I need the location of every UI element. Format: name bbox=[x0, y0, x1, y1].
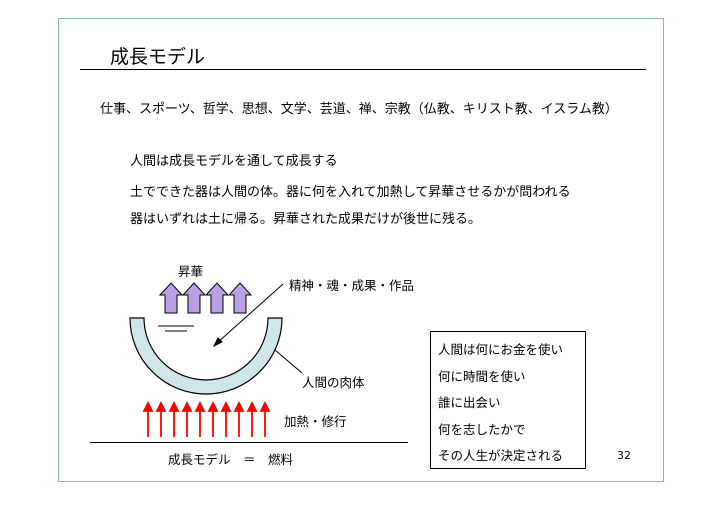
body-label: 人間の肉体 bbox=[302, 375, 365, 390]
body-line-3: 器はいずれは土に帰る。昇華された成果だけが後世に残る。 bbox=[130, 212, 482, 227]
sublimation-label: 昇華 bbox=[178, 264, 204, 279]
up-arrow-icon bbox=[227, 282, 253, 314]
page-number: 32 bbox=[617, 449, 631, 462]
body-line-1: 人間は成長モデルを通して成長する bbox=[130, 154, 338, 169]
formula-divider bbox=[90, 442, 408, 443]
up-arrow-icon bbox=[181, 282, 207, 314]
contents-label: 精神・魂・成果・作品 bbox=[289, 278, 415, 293]
formula-text: 成長モデル ＝ 燃料 bbox=[168, 452, 294, 467]
body-line-2: 土でできた器は人間の体。器に何を入れて加熱して昇華させるかが問われる bbox=[130, 185, 571, 200]
bowl-vessel bbox=[129, 317, 283, 395]
note-line-3: 誰に出会い bbox=[438, 395, 501, 410]
sublimation-arrows bbox=[158, 282, 253, 314]
up-arrow-icon bbox=[204, 282, 230, 314]
liquid-surface bbox=[158, 325, 194, 332]
note-line-4: 何を志したかで bbox=[438, 421, 526, 437]
title-divider bbox=[80, 69, 646, 70]
heat-arrows bbox=[142, 400, 271, 437]
body-pointer bbox=[274, 349, 303, 374]
note-line-1: 人間は何にお金を使い bbox=[438, 342, 564, 357]
up-arrow-icon bbox=[158, 282, 184, 314]
heat-label: 加熱・修行 bbox=[284, 414, 347, 429]
intro-text: 仕事、スポーツ、哲学、思想、文学、芸道、禅、宗教（仏教、キリスト教、イスラム教） bbox=[100, 102, 618, 117]
note-line-5: その人生が決定される bbox=[438, 448, 564, 463]
slide-title: 成長モデル bbox=[110, 46, 206, 68]
contents-pointer bbox=[212, 283, 284, 348]
note-box: 人間は何にお金を使い 何に時間を使い 誰に出会い 何を志したかで その人生が決定… bbox=[430, 331, 586, 469]
slide-frame bbox=[58, 18, 664, 482]
note-line-2: 何に時間を使い bbox=[438, 368, 526, 384]
